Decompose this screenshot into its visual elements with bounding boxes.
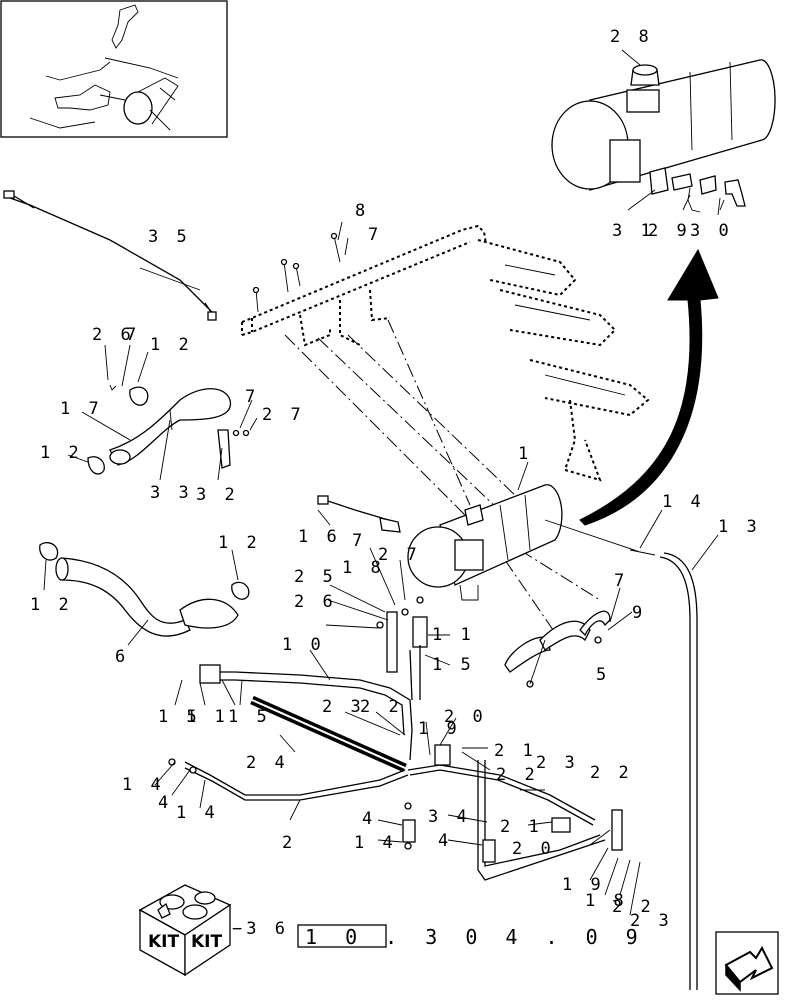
callout-21a: 2 1 (494, 741, 537, 761)
callout-7d: 7 (352, 531, 366, 551)
callout-23b: 2 3 (536, 753, 579, 773)
arrow-right-icon (724, 945, 774, 984)
callout-35: 3 5 (148, 227, 191, 247)
alignment-lines (284, 319, 601, 641)
part-16-sensor[interactable] (317, 495, 401, 533)
callout-27b: 2 7 (378, 545, 421, 565)
callout-20b: 2 0 (512, 839, 555, 859)
callout-9: 9 (632, 603, 646, 623)
callout-4b: 4 (362, 809, 376, 829)
callout-19b: 1 9 (562, 875, 605, 895)
callout-11a: 1 1 (432, 625, 475, 645)
part-6-hose[interactable] (39, 542, 250, 637)
part-13-tube[interactable] (659, 552, 698, 990)
callout-15a: 1 5 (432, 655, 475, 675)
callout-12d: 1 2 (30, 595, 73, 615)
callout-23c: 2 3 (630, 911, 673, 931)
callout-18a: 1 8 (342, 558, 385, 578)
callout-18b: 1 8 (585, 891, 628, 911)
part-35-cable[interactable] (3, 190, 217, 321)
callout-29: 2 9 (648, 221, 691, 241)
callout-23a: 2 3 (322, 697, 365, 717)
callout-32: 3 2 (196, 485, 239, 505)
callout-28: 2 8 (610, 27, 653, 47)
reference-box[interactable]: 1 0 . 3 0 4 . 0 9 (297, 924, 646, 949)
callout-26b: 2 6 (294, 592, 337, 612)
callout-2: 2 (282, 833, 296, 853)
kit-label-left: KIT (148, 932, 179, 952)
callout-12b: 1 2 (40, 443, 83, 463)
callout-27a: 2 7 (262, 405, 305, 425)
callout-14a: 1 4 (662, 492, 705, 512)
leader-lines (43, 49, 725, 927)
callout-14d: 1 4 (354, 833, 397, 853)
callout-22b: 2 2 (496, 765, 539, 785)
callout-22c: 2 2 (590, 763, 633, 783)
callout-36: −3 6 (232, 919, 289, 939)
callout-30: 3 0 (690, 221, 733, 241)
callout-31: 3 1 (612, 221, 655, 241)
callout-14c: 1 4 (176, 803, 219, 823)
part-10-line[interactable] (199, 616, 428, 761)
callout-15b: 1 5 (158, 707, 201, 727)
kit-label-right: KIT (191, 932, 222, 952)
callout-4a: 4 (158, 793, 172, 813)
callout-7e: 7 (614, 571, 628, 591)
callout-10: 1 0 (282, 635, 325, 655)
reference-number: 1 0 . 3 0 4 . 0 9 (305, 925, 646, 949)
callout-13: 1 3 (718, 517, 761, 537)
callout-19a: 1 9 (418, 719, 461, 739)
callout-5: 5 (596, 665, 610, 685)
callout-16: 1 6 (298, 527, 341, 547)
callout-33: 3 3 (150, 483, 193, 503)
callout-24: 2 4 (246, 753, 289, 773)
part-1-tank[interactable] (407, 484, 656, 601)
frame-bolts (252, 232, 341, 313)
callout-15c: 1 5 (228, 707, 271, 727)
callout-20a: 2 0 (444, 707, 487, 727)
callout-4c: 4 (438, 831, 452, 851)
callout-6: 6 (115, 647, 129, 667)
callout-17: 1 7 (60, 399, 103, 419)
callout-34: 3 4 (428, 807, 471, 827)
callout-7a: 7 (368, 225, 382, 245)
part-5-straps[interactable] (504, 610, 611, 673)
callout-21b: 2 1 (500, 817, 543, 837)
callout-11b: 1 1 (186, 707, 229, 727)
callout-26a: 2 6 (92, 325, 135, 345)
callout-12a: 1 2 (150, 335, 193, 355)
callout-14b: 1 4 (122, 775, 165, 795)
part-2-line[interactable] (184, 760, 606, 881)
next-page-button[interactable] (715, 931, 779, 995)
tank-detail[interactable] (551, 59, 776, 216)
callout-7b: 7 (126, 325, 140, 345)
callout-8: 8 (355, 201, 369, 221)
callout-25: 2 5 (294, 567, 337, 587)
callout-22a: 2 2 (360, 697, 403, 717)
curved-arrow-icon (579, 248, 719, 526)
callout-7c: 7 (245, 387, 259, 407)
thumbnail-overview[interactable] (0, 0, 228, 138)
frame-assembly (241, 224, 650, 482)
callout-1: 1 (518, 444, 532, 464)
kit-box-icon: KIT KIT (138, 884, 232, 977)
callout-labels: 2 8 3 1 2 9 3 0 8 7 3 5 2 6 7 1 2 7 2 7 … (30, 27, 761, 939)
callout-22d: 2 2 (612, 897, 655, 917)
callout-12c: 1 2 (218, 533, 261, 553)
